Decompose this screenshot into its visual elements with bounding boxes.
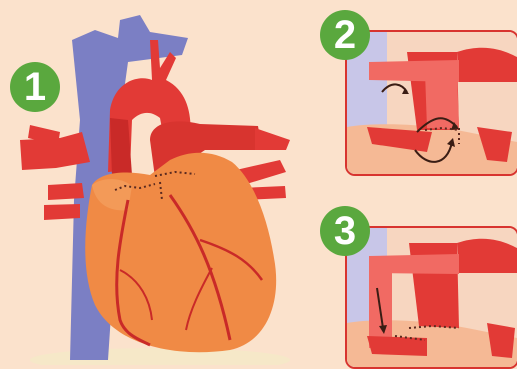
step-3-panel: [345, 226, 517, 369]
step-3-illustration: [347, 228, 517, 367]
pulmonary-branch-right: [255, 128, 290, 150]
pulmonary-vein-left: [48, 183, 84, 200]
heart-illustration: [0, 0, 330, 365]
pulmonary-vein-left-2: [44, 204, 80, 220]
step-badge-1: 1: [10, 62, 60, 112]
step-badge-3: 3: [320, 206, 370, 256]
step-2-panel: [345, 30, 517, 176]
step-2-illustration: [347, 32, 517, 174]
base-shadow: [30, 348, 290, 365]
step-badge-2: 2: [320, 10, 370, 60]
